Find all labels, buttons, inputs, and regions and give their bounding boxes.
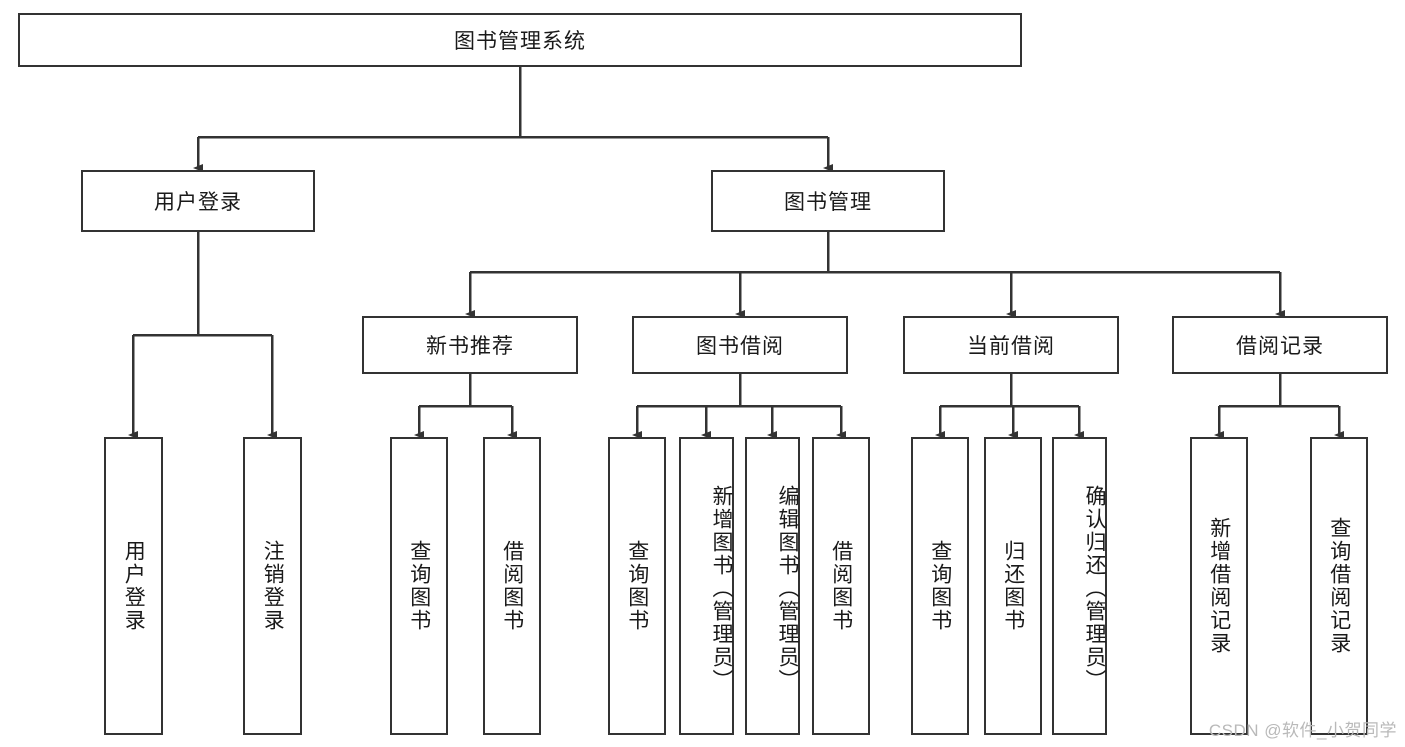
node-label: 借阅图书 xyxy=(829,540,853,632)
node-leaf-add-book[interactable]: 新增图书（管理员） xyxy=(679,437,734,735)
node-book-borrow[interactable]: 图书借阅 xyxy=(632,316,848,374)
node-label: 查询图书 xyxy=(407,540,431,632)
node-root[interactable]: 图书管理系统 xyxy=(18,13,1022,67)
node-leaf-user-logout[interactable]: 注销登录 xyxy=(243,437,302,735)
node-label: 归还图书 xyxy=(1001,540,1025,632)
node-label: 查询图书 xyxy=(928,540,952,632)
node-leaf-query-book-3[interactable]: 查询图书 xyxy=(911,437,969,735)
node-label: 当前借阅 xyxy=(967,335,1055,358)
node-label: 新增借阅记录 xyxy=(1207,517,1231,655)
node-label: 确认归还（管理员） xyxy=(1083,484,1106,692)
node-new-book-rec[interactable]: 新书推荐 xyxy=(362,316,578,374)
node-label: 查询借阅记录 xyxy=(1327,517,1351,655)
node-leaf-return-book[interactable]: 归还图书 xyxy=(984,437,1042,735)
node-label: 用户登录 xyxy=(154,191,242,214)
node-label: 图书管理系统 xyxy=(454,30,586,53)
node-label: 借阅图书 xyxy=(500,540,524,632)
node-label: 图书借阅 xyxy=(696,335,784,358)
node-label: 编辑图书（管理员） xyxy=(776,484,799,692)
node-user-login[interactable]: 用户登录 xyxy=(81,170,315,232)
node-leaf-user-login[interactable]: 用户登录 xyxy=(104,437,163,735)
node-leaf-edit-book[interactable]: 编辑图书（管理员） xyxy=(745,437,800,735)
node-leaf-add-record[interactable]: 新增借阅记录 xyxy=(1190,437,1248,735)
connector-group xyxy=(128,67,1344,439)
node-label: 图书管理 xyxy=(784,191,872,214)
node-label: 新增图书（管理员） xyxy=(710,484,733,692)
node-label: 新书推荐 xyxy=(426,335,514,358)
node-leaf-borrow-book-1[interactable]: 借阅图书 xyxy=(483,437,541,735)
node-leaf-query-book-1[interactable]: 查询图书 xyxy=(390,437,448,735)
node-label: 查询图书 xyxy=(625,540,649,632)
node-leaf-query-book-2[interactable]: 查询图书 xyxy=(608,437,666,735)
node-label: 借阅记录 xyxy=(1236,335,1324,358)
node-label: 注销登录 xyxy=(261,540,285,632)
node-book-manage[interactable]: 图书管理 xyxy=(711,170,945,232)
node-current-borrow[interactable]: 当前借阅 xyxy=(903,316,1119,374)
node-leaf-confirm-return[interactable]: 确认归还（管理员） xyxy=(1052,437,1107,735)
node-leaf-borrow-book-2[interactable]: 借阅图书 xyxy=(812,437,870,735)
node-borrow-record[interactable]: 借阅记录 xyxy=(1172,316,1388,374)
node-label: 用户登录 xyxy=(122,540,146,632)
node-leaf-query-record[interactable]: 查询借阅记录 xyxy=(1310,437,1368,735)
